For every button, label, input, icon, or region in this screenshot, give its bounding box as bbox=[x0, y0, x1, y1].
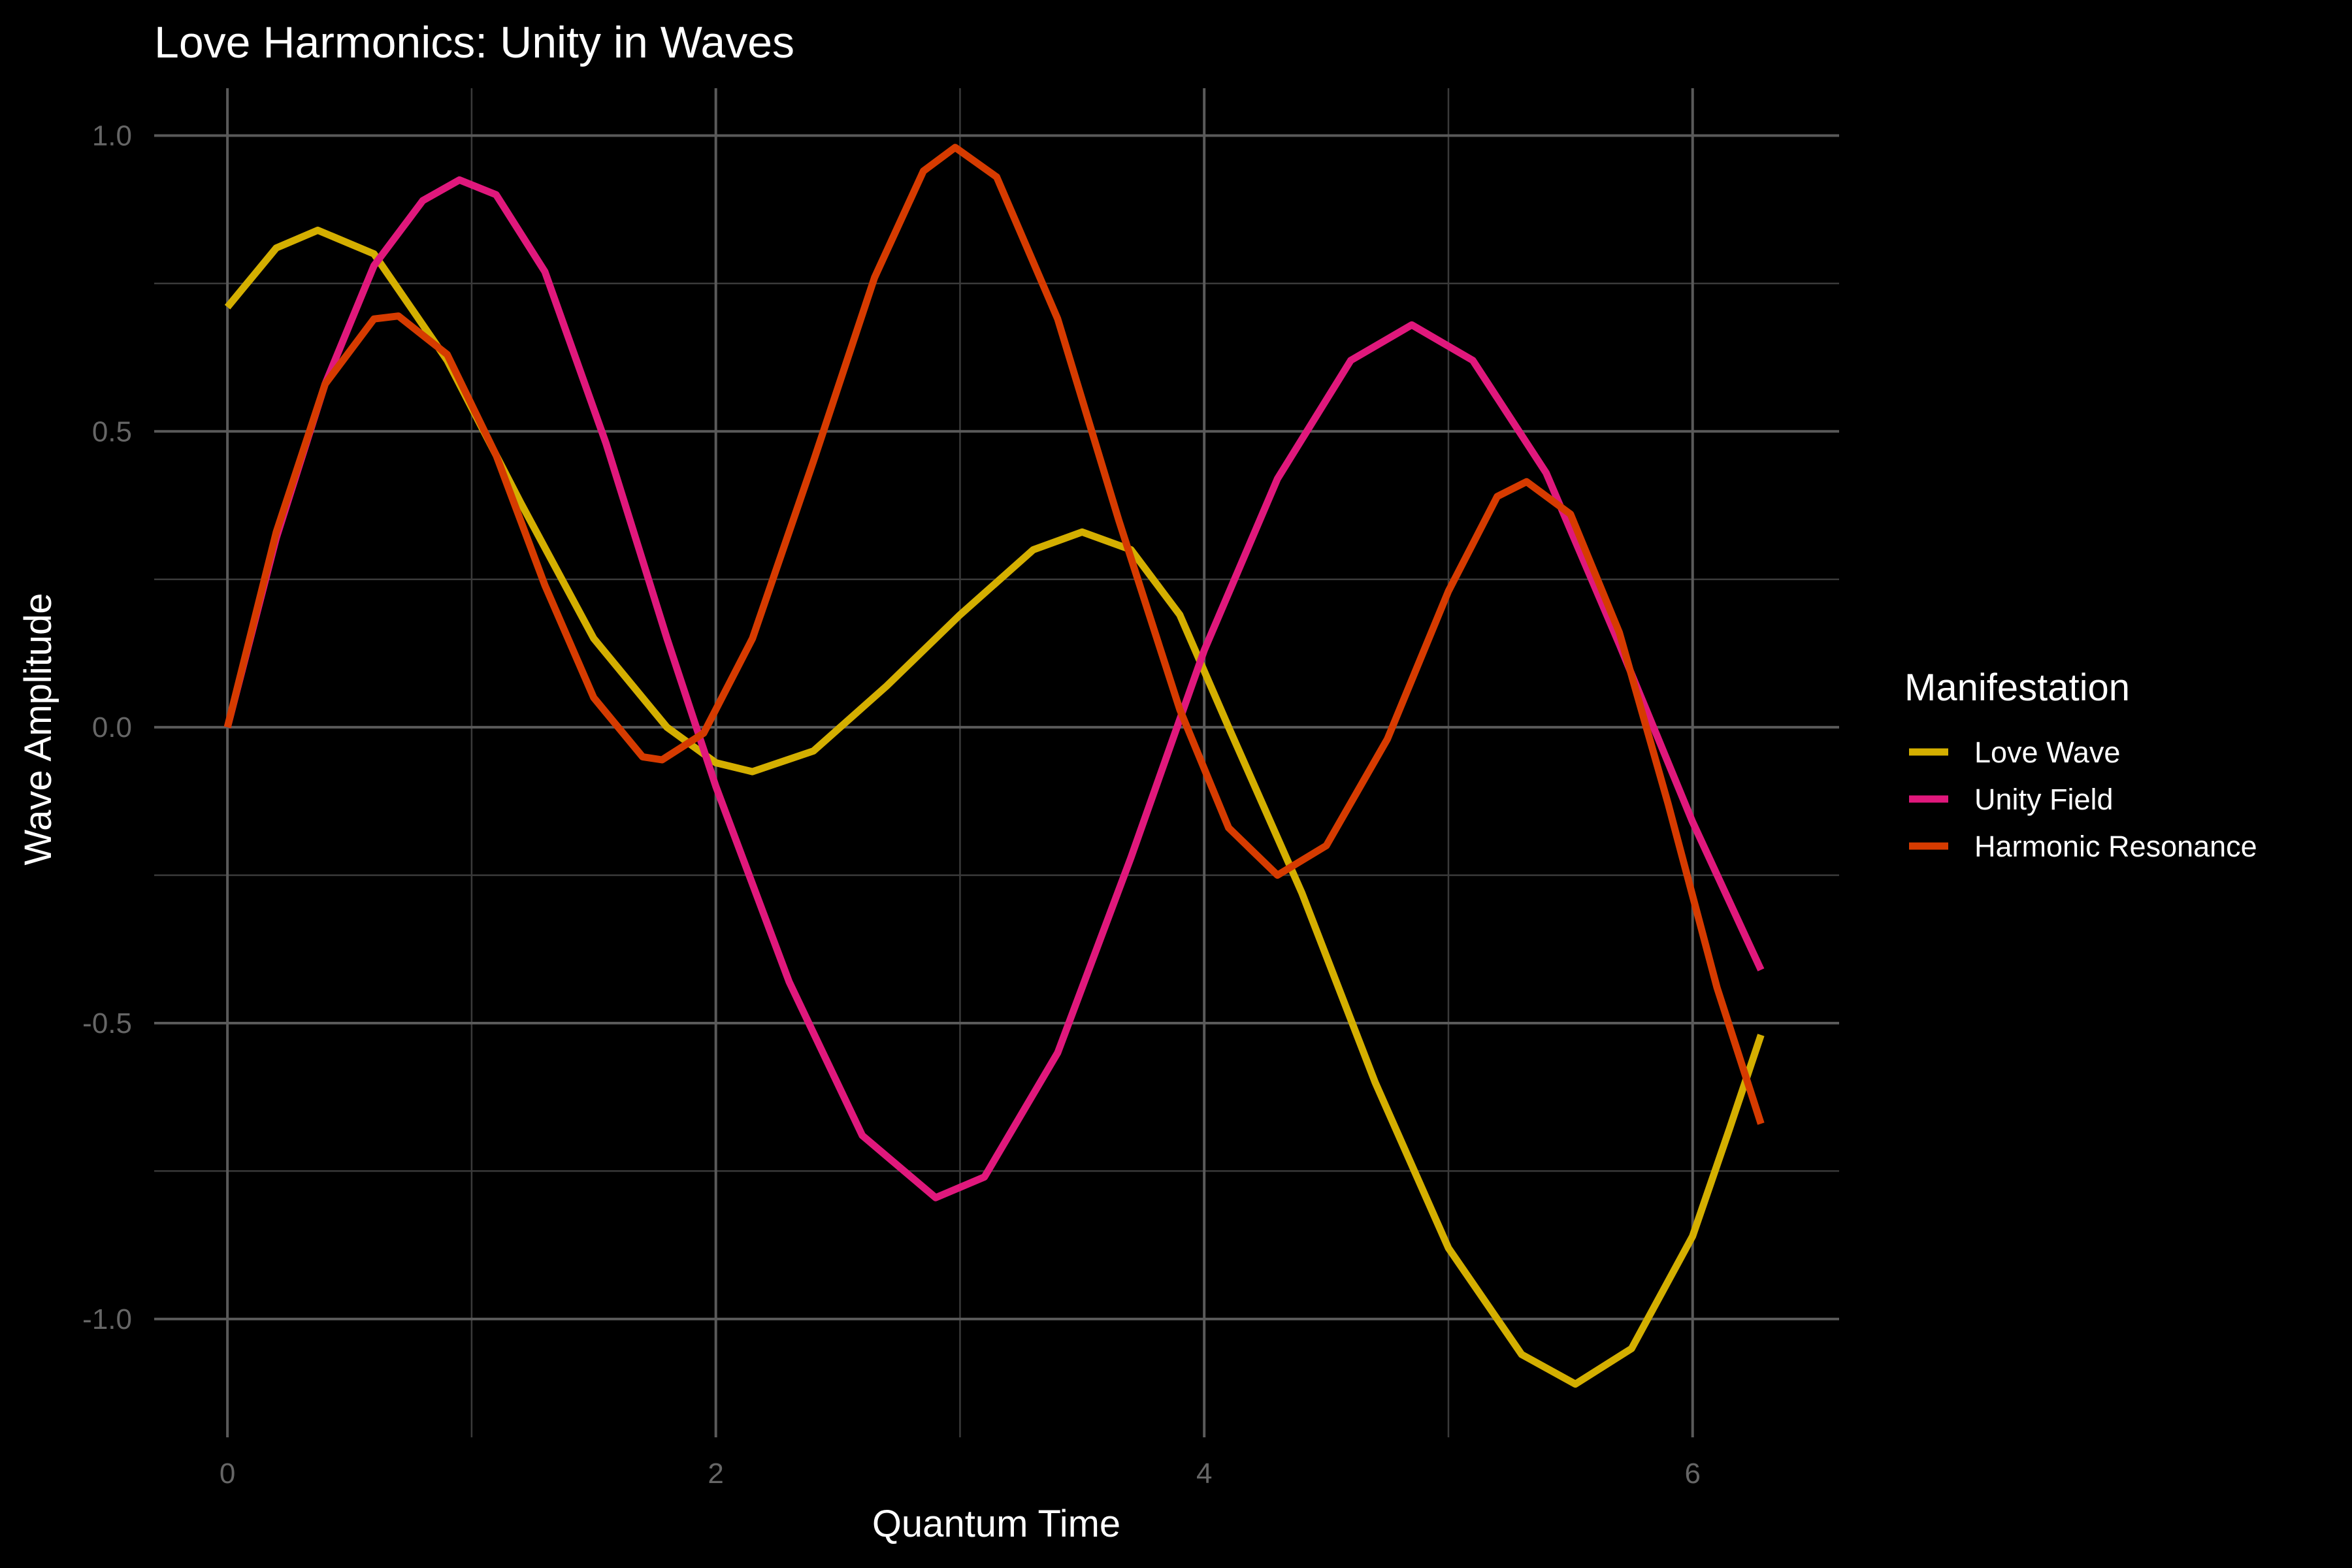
y-axis-title: Wave Amplitude bbox=[17, 593, 59, 866]
x-axis-title: Quantum Time bbox=[872, 1503, 1120, 1545]
x-tick-label: 6 bbox=[1684, 1458, 1700, 1490]
y-tick-label: 0.5 bbox=[92, 416, 132, 448]
major-gridlines bbox=[154, 88, 1839, 1437]
x-tick-label: 0 bbox=[220, 1458, 235, 1490]
series-lines bbox=[223, 144, 1765, 1388]
legend-label: Harmonic Resonance bbox=[1974, 830, 2257, 863]
x-tick-label: 4 bbox=[1196, 1458, 1212, 1490]
y-tick-label: -0.5 bbox=[82, 1007, 132, 1039]
y-tick-label: 1.0 bbox=[92, 120, 132, 152]
y-tick-label: -1.0 bbox=[82, 1303, 132, 1335]
series-line-harmonic-resonance bbox=[223, 144, 1765, 1125]
legend-label: Love Wave bbox=[1974, 736, 2120, 769]
x-axis-ticks: 0 2 4 6 bbox=[220, 1458, 1701, 1490]
legend-label: Unity Field bbox=[1974, 783, 2114, 816]
chart-title: Love Harmonics: Unity in Waves bbox=[154, 18, 794, 67]
legend-title: Manifestation bbox=[1904, 666, 2130, 709]
y-axis-ticks: -1.0 -0.5 0.0 0.5 1.0 bbox=[82, 120, 132, 1335]
minor-gridlines bbox=[154, 88, 1839, 1437]
series-line-unity-field bbox=[223, 176, 1765, 1201]
series-line-love-wave bbox=[224, 226, 1765, 1388]
y-tick-label: 0.0 bbox=[92, 711, 132, 743]
x-tick-label: 2 bbox=[708, 1458, 723, 1490]
